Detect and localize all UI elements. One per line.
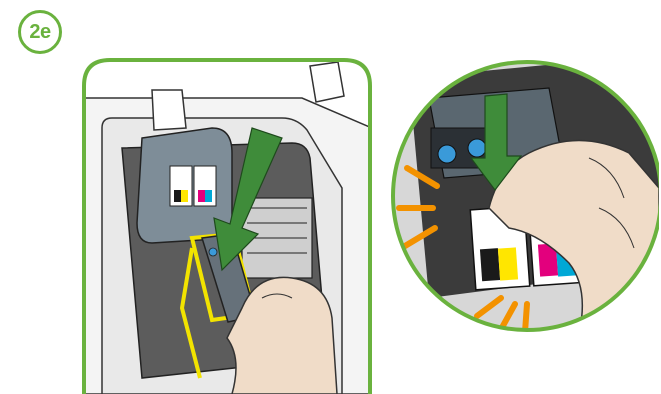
step-label: 2e (29, 21, 50, 44)
printhead-install-illustration (82, 58, 372, 394)
step-badge: 2e (18, 10, 62, 54)
printhead-latch-closeup-illustration (389, 58, 659, 334)
printhead-install-svg (82, 58, 372, 394)
closeup-svg (389, 58, 659, 334)
